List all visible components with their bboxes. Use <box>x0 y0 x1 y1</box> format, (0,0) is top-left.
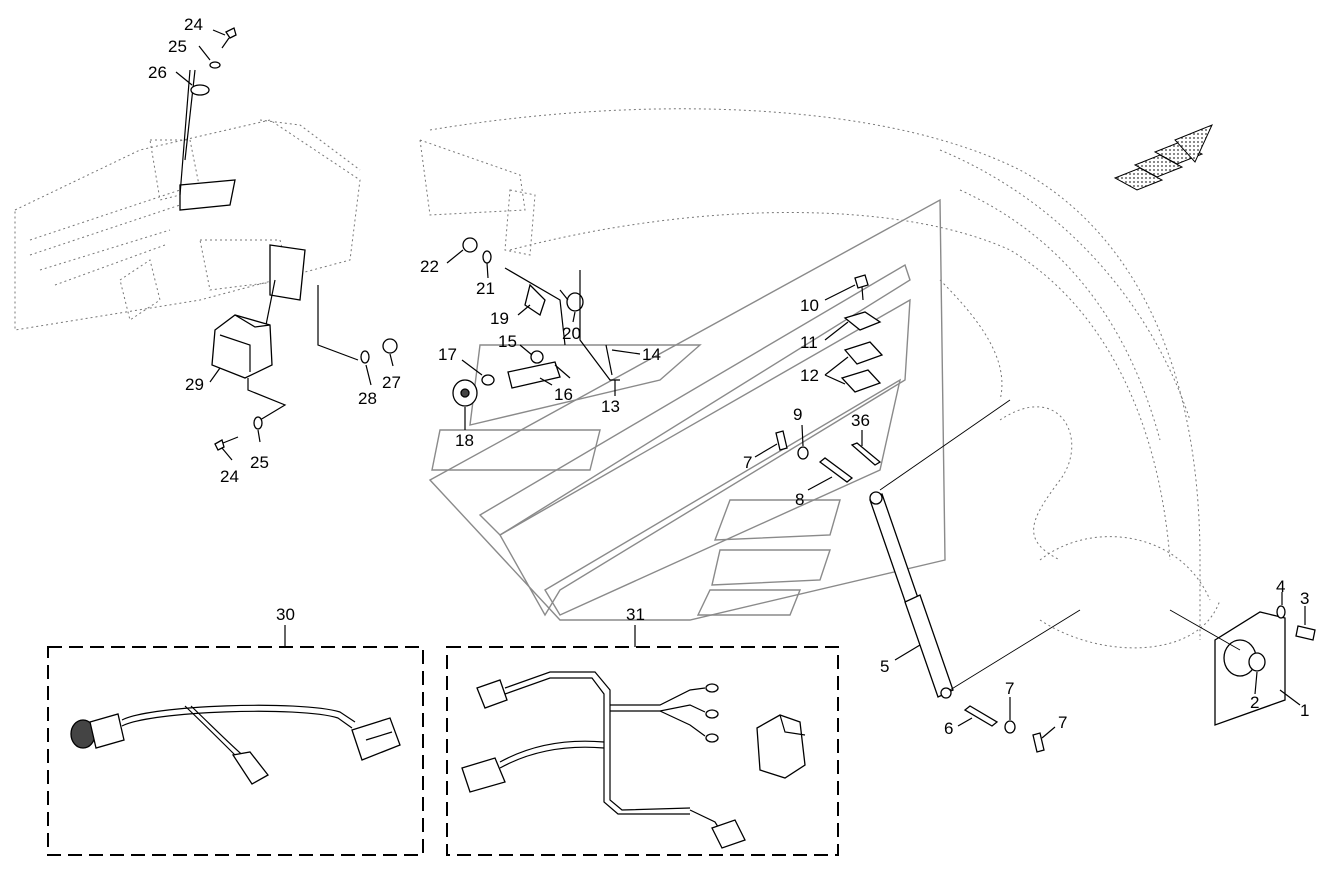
phantom-body-outline <box>419 108 1221 649</box>
label-30: 30 <box>276 605 295 624</box>
label-17: 16 <box>554 385 573 404</box>
harness-terminals <box>705 683 719 743</box>
label-11: 10 <box>800 296 819 315</box>
pin-6 <box>963 705 999 727</box>
harness-kit-30 <box>47 625 424 856</box>
bolt-21 <box>559 289 584 312</box>
bolt-24-top <box>221 27 237 49</box>
label-15: 14 <box>642 345 661 364</box>
pin-15 <box>579 270 620 381</box>
label-25-bottom: 25 <box>250 453 269 472</box>
washer-22 <box>482 250 492 264</box>
label-25-top: 25 <box>168 37 187 56</box>
harness-connector-round <box>70 713 125 749</box>
label-29: 29 <box>185 375 204 394</box>
washer-10 <box>797 446 809 460</box>
label-28: 28 <box>358 389 377 408</box>
bolt-11 <box>854 274 869 301</box>
work-lamp-29 <box>211 314 287 421</box>
label-1: 1 <box>1300 701 1309 720</box>
label-12: 11 <box>800 333 818 352</box>
pin-36 <box>850 442 882 466</box>
harness-connector-end <box>711 819 746 849</box>
knob-19 <box>452 379 478 407</box>
washer-25-top <box>209 61 221 69</box>
nut-27 <box>382 338 398 354</box>
label-13: 12 <box>800 366 819 385</box>
pivot-bracket-1 <box>1169 609 1286 726</box>
direction-arrow-icon <box>1113 124 1213 191</box>
washer-28 <box>360 350 370 364</box>
bolt-3 <box>1295 625 1316 641</box>
clip-20 <box>504 267 566 346</box>
callout-labels: 24 25 26 29 24 25 28 27 22 21 19 20 15 1… <box>148 15 1309 738</box>
label-24-top: 24 <box>184 15 203 34</box>
label-7b: 7 <box>1058 713 1067 732</box>
phantom-chassis <box>14 119 361 331</box>
label-20: 19 <box>490 309 509 328</box>
label-16: 15 <box>498 332 517 351</box>
washer-25-bottom <box>253 416 263 430</box>
gas-strut-5 <box>869 399 1081 699</box>
label-22: 21 <box>476 279 495 298</box>
nut-23 <box>462 237 478 253</box>
label-2: 2 <box>1250 693 1259 712</box>
label-9: 8 <box>795 490 804 509</box>
harness-connector-plug <box>231 751 269 785</box>
bushing-2 <box>1248 652 1266 672</box>
pin-9 <box>818 457 854 483</box>
label-24-bottom: 24 <box>220 467 239 486</box>
label-5: 5 <box>880 657 889 676</box>
label-3: 3 <box>1300 589 1309 608</box>
lamp-bracket <box>179 69 359 361</box>
label-14: 13 <box>601 397 620 416</box>
label-27: 27 <box>382 373 401 392</box>
harness-connector-block <box>351 717 401 761</box>
pivot-shaft-17 <box>507 361 571 389</box>
label-18: 17 <box>438 345 457 364</box>
plate-12 <box>843 311 882 331</box>
label-36: 36 <box>851 411 870 430</box>
bolt-24-bottom <box>214 436 239 451</box>
label-4: 4 <box>1276 577 1285 596</box>
leader-lines <box>175 29 1306 739</box>
washer-16 <box>530 350 544 364</box>
label-21: 20 <box>562 324 581 343</box>
harness-connector-small <box>476 679 508 709</box>
label-10: 9 <box>793 405 802 424</box>
label-6: 6 <box>944 719 953 738</box>
label-26: 26 <box>148 63 167 82</box>
harness-kit-31 <box>446 625 839 856</box>
label-7a: 7 <box>743 453 752 472</box>
roll-pin-7a <box>775 430 788 451</box>
label-19: 18 <box>455 431 474 450</box>
washer-4 <box>1276 605 1286 619</box>
label-31: 31 <box>626 605 645 624</box>
work-lamp-kit <box>756 714 806 779</box>
roll-pin-7b <box>1032 732 1045 753</box>
washer-8 <box>1004 720 1016 734</box>
clamp-block-13 <box>840 341 884 393</box>
plate-26 <box>190 84 210 96</box>
harness-connector-large <box>461 757 506 793</box>
label-8: 7 <box>1005 679 1014 698</box>
o-ring-18 <box>481 374 495 386</box>
label-23: 22 <box>420 257 439 276</box>
